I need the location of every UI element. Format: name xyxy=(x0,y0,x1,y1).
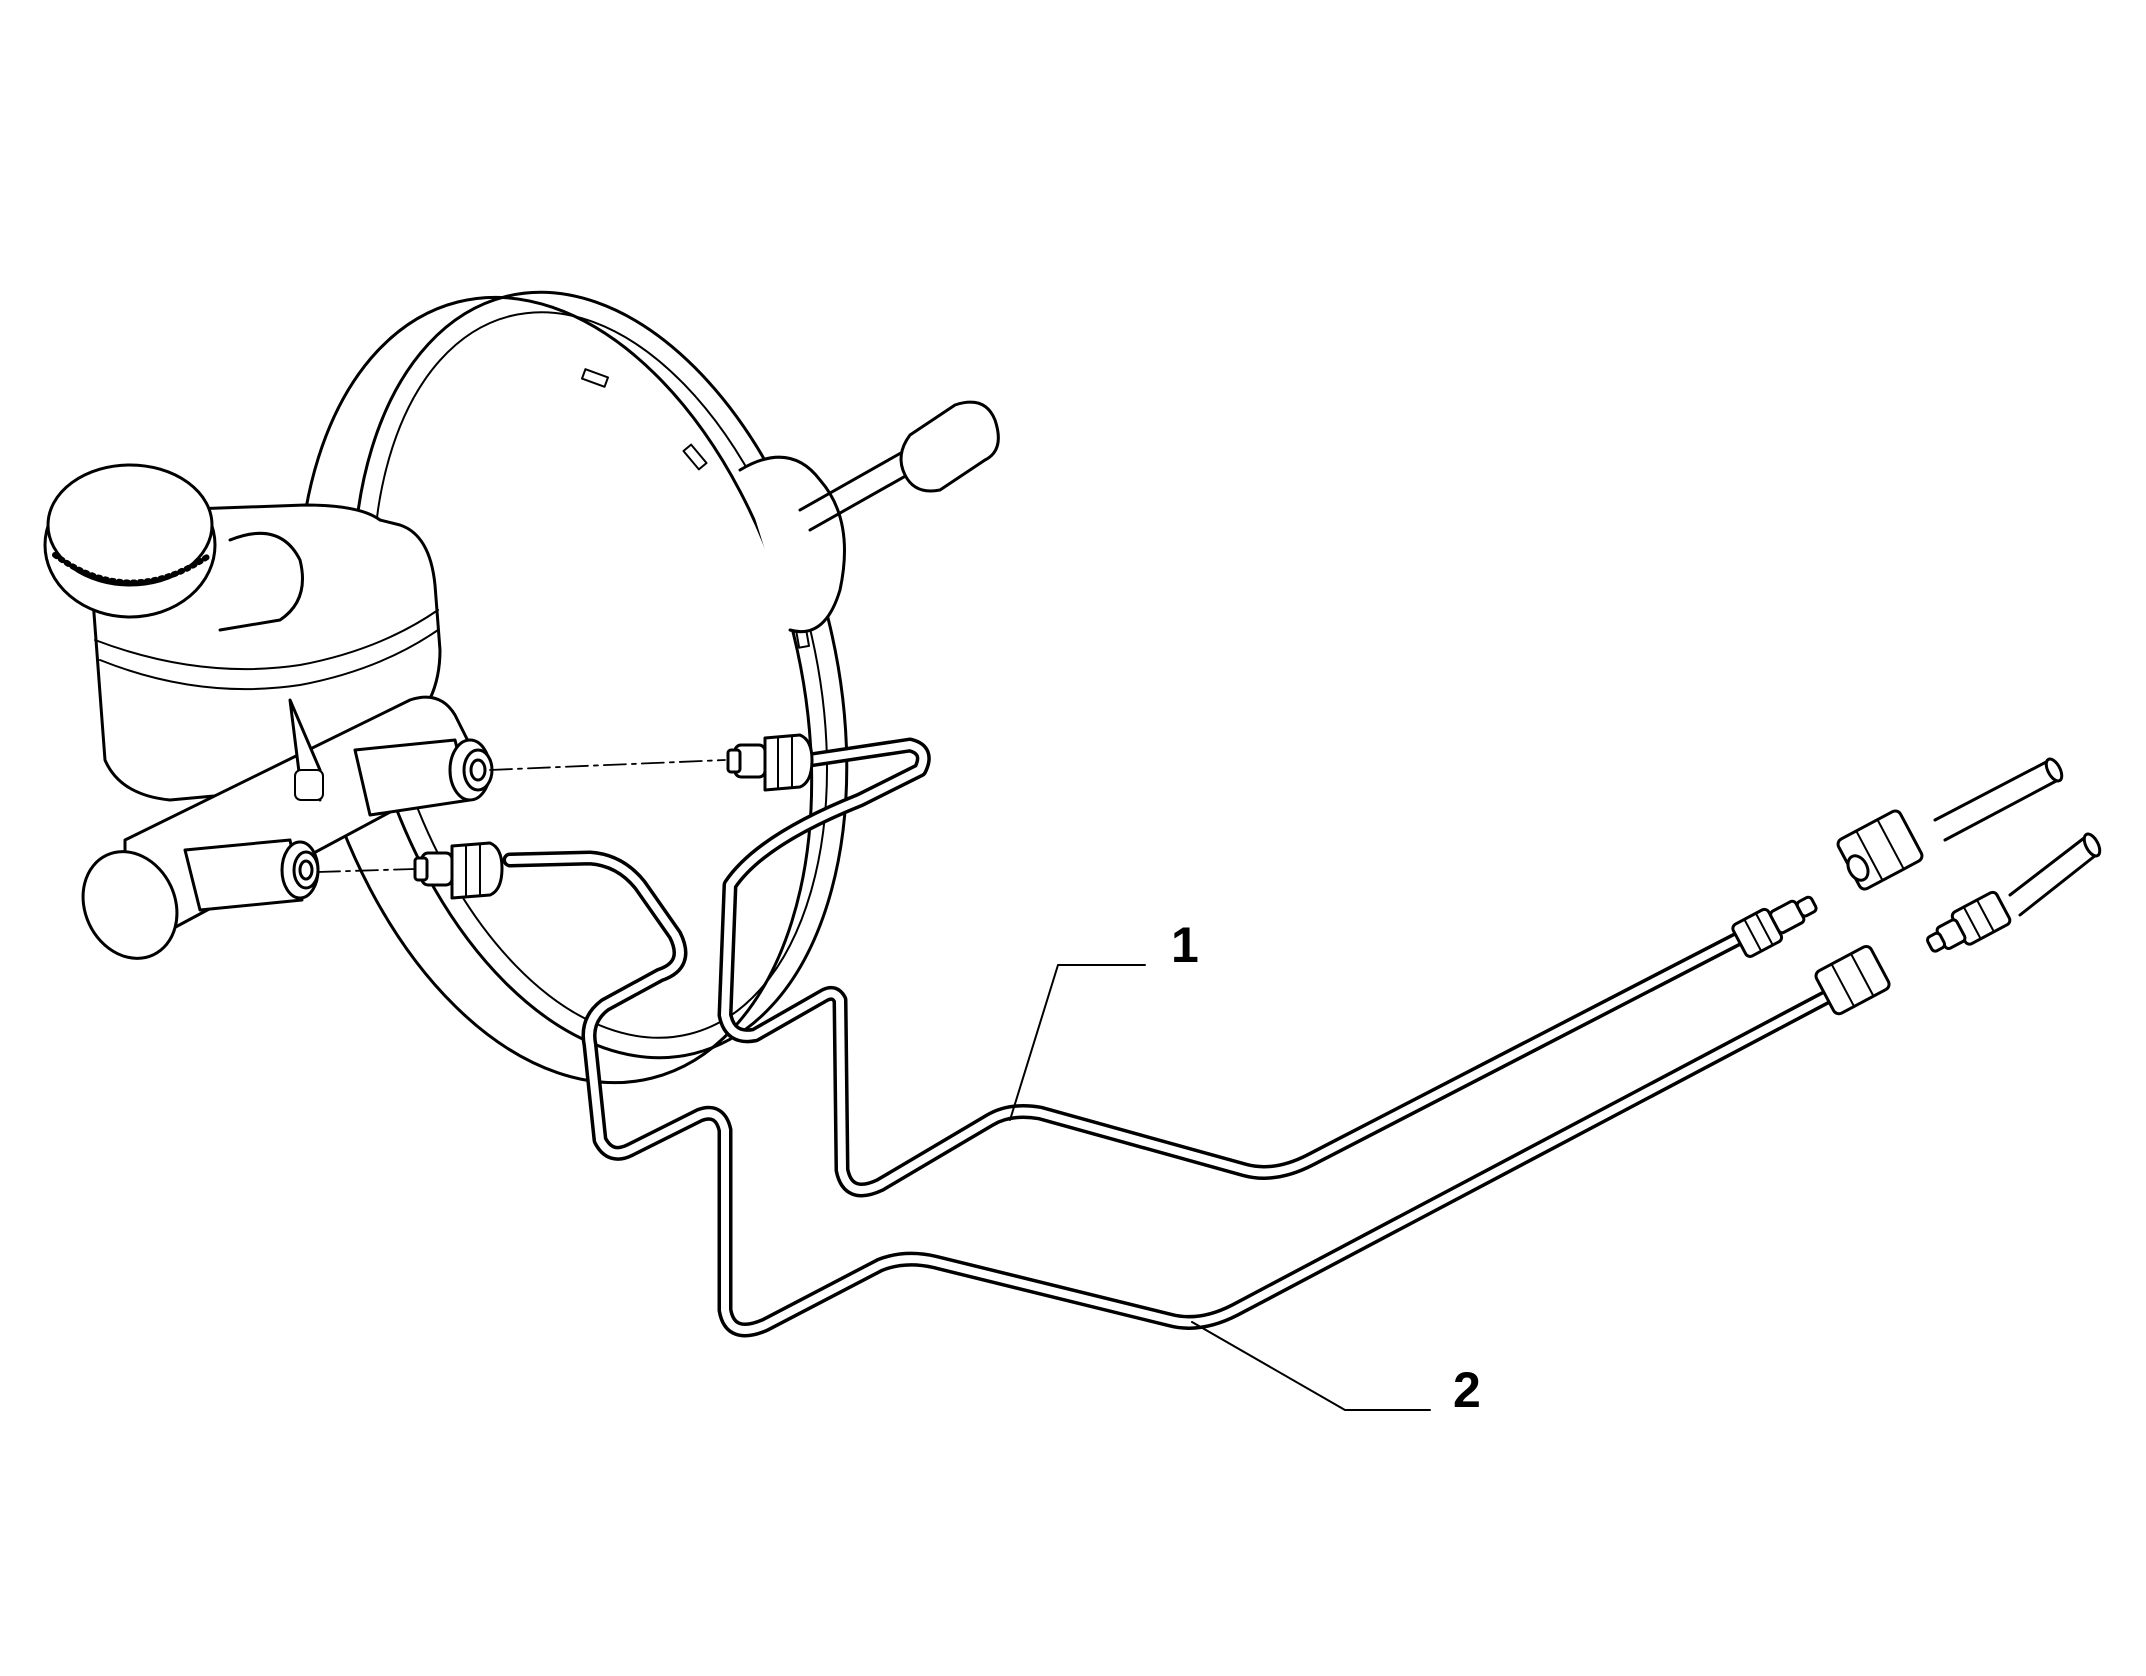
pipe-nut-2-master xyxy=(413,841,504,900)
brake-pipe-1-core xyxy=(721,741,1759,1194)
master-cylinder-port-fittings xyxy=(183,738,494,912)
brake-pipe-1 xyxy=(717,737,1763,1198)
leader-1 xyxy=(1009,964,1146,1121)
reservoir-cap-ribs xyxy=(52,552,213,586)
reservoir-seam xyxy=(94,609,439,671)
leader-2 xyxy=(1191,1321,1431,1411)
reservoir-seam-2 xyxy=(99,629,439,691)
port-fitting-lower xyxy=(183,838,320,912)
mating-fittings xyxy=(1836,757,2102,953)
push-rod-clevis xyxy=(899,400,1000,493)
callout-label-1: 1 xyxy=(1171,917,1199,973)
level-sensor-plug xyxy=(294,769,324,801)
mating-pipe-a xyxy=(1836,757,2064,891)
reservoir-neck xyxy=(218,531,304,632)
cylinder-end-cap xyxy=(81,850,179,960)
brake-pipe-2 xyxy=(502,850,1848,1338)
pipe-nut-1-far xyxy=(1731,895,1818,958)
center-line-2 xyxy=(317,868,416,873)
pipe-nut-1-master xyxy=(726,733,814,792)
pipe-nut-2-far xyxy=(1814,944,1891,1016)
pipe-nuts-far-end xyxy=(1731,895,1891,1016)
mating-pipe-b xyxy=(1925,832,2102,953)
brake-pipe-2-core xyxy=(506,854,1844,1334)
assembly-center-lines xyxy=(317,759,726,873)
pipe-nuts-master-end xyxy=(413,733,814,900)
callout-label-2: 2 xyxy=(1453,1362,1481,1418)
callout-leaders xyxy=(1009,964,1431,1411)
center-line-1 xyxy=(489,759,726,771)
reservoir-cap-top xyxy=(46,463,214,587)
port-fitting-upper xyxy=(353,738,494,817)
